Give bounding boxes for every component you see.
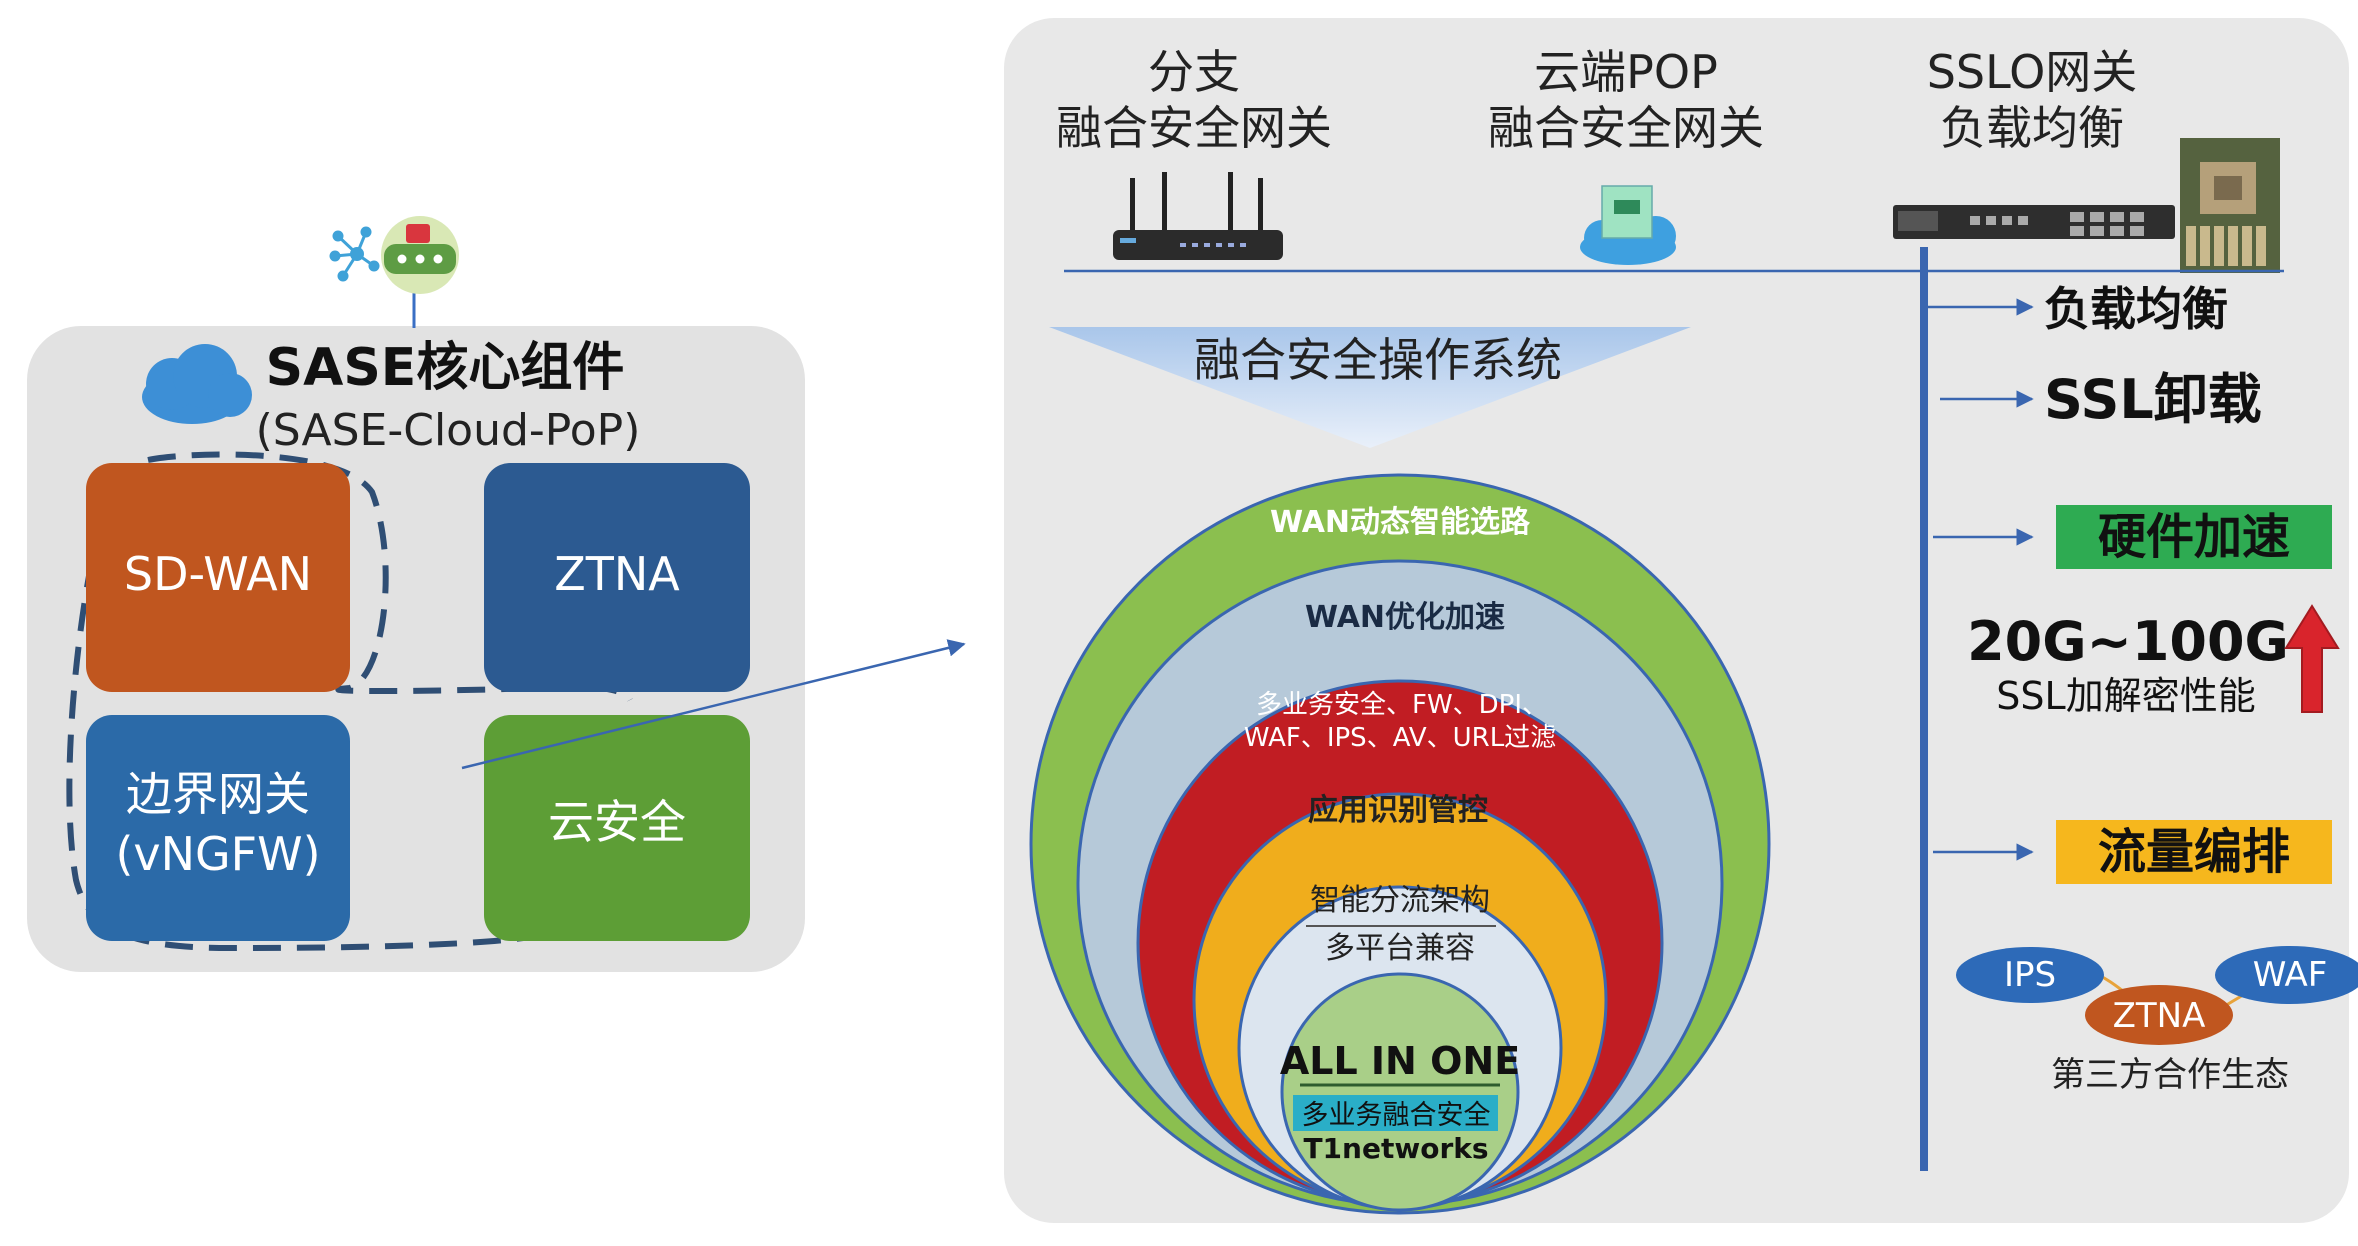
ring-multi-security-line2: WAF、IPS、AV、URL过滤 [1244, 723, 1556, 753]
ring-smart-routing-line1: 智能分流架构 [1310, 883, 1490, 918]
cloud-security-label: 云安全 [548, 795, 686, 849]
sslo-title: SSLO网关 [1927, 45, 2138, 99]
perf-label: SSL加解密性能 [1996, 674, 2255, 718]
core-title: ALL IN ONE [1280, 1039, 1520, 1083]
sd-wan-box: SD-WAN [86, 463, 350, 692]
core-brand: T1networks [1303, 1132, 1488, 1165]
rack-server-icon [1893, 205, 2175, 239]
sase-subtitle: (SASE-Cloud-PoP) [256, 405, 641, 456]
sase-title: SASE核心组件 [266, 338, 625, 398]
ztna-box: ZTNA [484, 463, 750, 692]
sslo-subtitle: 负载均衡 [1940, 101, 2124, 155]
ring-wan-routing-label: WAN动态智能选路 [1270, 505, 1531, 540]
eco-ips-label: IPS [2004, 955, 2056, 995]
feature-hw-accel-bg [2056, 505, 2332, 569]
vm-cloud-icon [1580, 185, 1676, 265]
gateway-panel: 分支 融合安全网关 云端POP 融合安全网关 SSLO网关 负载均衡 [1004, 18, 2358, 1223]
feature-ssl-offload: SSL卸载 [2044, 368, 2262, 431]
cloud-icon [142, 344, 252, 424]
cloud-pop-subtitle: 融合安全网关 [1488, 101, 1764, 155]
ring-multi-security-line1: 多业务安全、FW、DPI、 [1256, 690, 1548, 720]
eco-ztna [2085, 985, 2233, 1045]
core-tag-bg [1293, 1095, 1498, 1131]
core-tag: 多业务融合安全 [1302, 1100, 1491, 1131]
perf-value: 20G~100G [1967, 610, 2289, 673]
sase-core-panel: SASE核心组件 (SASE-Cloud-PoP) SD-WAN ZTNA 边界… [27, 216, 805, 972]
ring-wan-optimization-label: WAN优化加速 [1305, 600, 1505, 635]
os-label: 融合安全操作系统 [1194, 333, 1562, 387]
distribution-bar [1920, 247, 1928, 1171]
cloud-security-box: 云安全 [484, 715, 750, 941]
os-funnel [1049, 327, 1691, 448]
feature-traffic-orchestration: 流量编排 [2098, 824, 2290, 880]
edge-gateway-sublabel: (vNGFW) [115, 827, 320, 881]
partner-ecosystem: IPS ZTNA WAF 第三方合作生态 [1956, 946, 2358, 1095]
ring-smart-routing-line2: 多平台兼容 [1325, 931, 1475, 966]
branch-subtitle: 融合安全网关 [1056, 101, 1332, 155]
hardware-board-icon [2180, 138, 2280, 273]
eco-waf-label: WAF [2253, 955, 2328, 995]
eco-ips [1956, 947, 2104, 1003]
capability-rings: WAN动态智能选路 WAN优化加速 多业务安全、FW、DPI、 WAF、IPS、… [1029, 473, 1771, 1215]
branch-title: 分支 [1148, 45, 1240, 99]
network-node-icon [329, 216, 459, 328]
up-arrow-icon [2284, 604, 2340, 713]
ring-app-control-label: 应用识别管控 [1308, 793, 1488, 828]
eco-waf [2215, 946, 2358, 1004]
edge-gateway-label: 边界网关 [126, 767, 310, 821]
feature-hw-accel: 硬件加速 [2098, 509, 2290, 565]
ring-core [1280, 972, 1520, 1212]
eco-ztna-label: ZTNA [2113, 996, 2206, 1036]
sd-wan-label: SD-WAN [124, 547, 312, 601]
cloud-pop-title: 云端POP [1534, 45, 1718, 99]
eco-caption: 第三方合作生态 [2051, 1055, 2289, 1095]
connector-arrow [461, 639, 966, 770]
feature-traffic-bg [2056, 820, 2332, 884]
router-icon [1113, 172, 1283, 260]
edge-gateway-box: 边界网关 (vNGFW) [86, 715, 350, 941]
ztna-label: ZTNA [554, 547, 680, 601]
feature-load-balance: 负载均衡 [2044, 282, 2228, 336]
